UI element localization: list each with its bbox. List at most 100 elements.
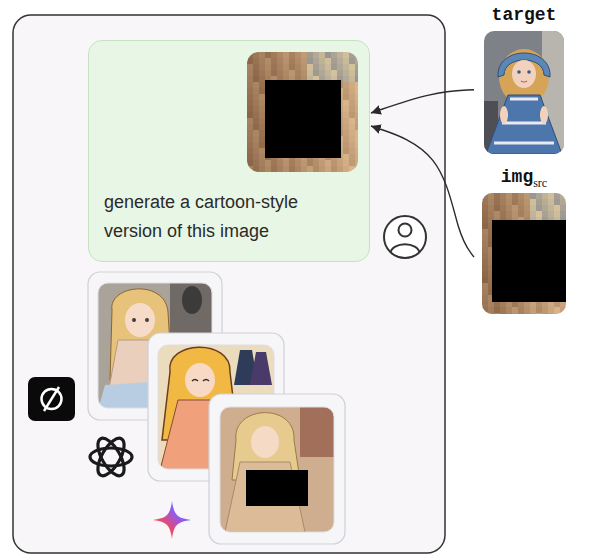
pixel (524, 307, 531, 314)
pixel (349, 130, 356, 137)
pixel (512, 313, 519, 314)
pixel (337, 52, 344, 59)
pixel (530, 307, 537, 314)
pixel (530, 193, 537, 200)
pixel (259, 106, 266, 113)
pixel (494, 193, 501, 200)
masked-source-image (482, 193, 566, 314)
pixel (343, 112, 350, 119)
pixel (349, 136, 356, 143)
pixel (560, 211, 566, 218)
pixel (247, 118, 254, 125)
pixel (548, 211, 555, 218)
pixel (343, 124, 350, 131)
doll-photo (527, 70, 531, 74)
subscript: src (533, 176, 547, 190)
pixel (518, 211, 525, 218)
pixel (253, 76, 260, 83)
pixel (319, 166, 326, 172)
pixel (518, 307, 525, 314)
pixel (247, 70, 254, 77)
output-card (220, 407, 334, 532)
pixel (349, 112, 356, 119)
pixelated-image (482, 193, 566, 314)
chat-bubble: generate a cartoon-style version of this… (88, 40, 370, 262)
pixel (500, 193, 507, 200)
pixel (349, 124, 356, 131)
pixel (247, 154, 254, 161)
pixel (530, 211, 537, 218)
pixel (343, 88, 350, 95)
pixel (343, 58, 350, 65)
doll-photo (517, 70, 521, 74)
pixel (247, 64, 254, 71)
pixel (512, 211, 519, 218)
pixel (331, 52, 338, 59)
pixel (560, 307, 566, 314)
pixel (247, 100, 254, 107)
pixel (271, 166, 278, 172)
pixel (301, 58, 308, 65)
pixel (488, 211, 495, 218)
pixel (289, 64, 296, 71)
pixel (253, 94, 260, 101)
pixel (295, 64, 302, 71)
arrow-connector (371, 126, 474, 257)
pixel (259, 58, 266, 65)
pixel (313, 70, 320, 77)
pixel (542, 193, 549, 200)
pixel (247, 94, 254, 101)
pixel (343, 70, 350, 77)
pixel (253, 70, 260, 77)
pixel (506, 307, 513, 314)
pixel (482, 277, 489, 284)
arrow-connector (371, 90, 474, 113)
pixel (259, 100, 266, 107)
pixel (343, 64, 350, 71)
pixel (253, 112, 260, 119)
pixel (289, 166, 296, 172)
pixel (530, 313, 537, 314)
pixel (337, 160, 344, 167)
pixel (494, 199, 501, 206)
pixel (548, 205, 555, 212)
pixel (307, 70, 314, 77)
pixel (259, 124, 266, 131)
pixel (554, 313, 561, 314)
pixel (530, 199, 537, 206)
pixel (283, 166, 290, 172)
pixel (247, 112, 254, 119)
output-card (220, 407, 334, 532)
pixel (482, 307, 489, 314)
pixel (325, 64, 332, 71)
pixel (319, 64, 326, 71)
pixel (343, 94, 350, 101)
pixel (295, 166, 302, 172)
pixel (343, 130, 350, 137)
pixel (253, 52, 260, 59)
output-card (209, 394, 345, 544)
pixel (247, 148, 254, 155)
doll-photo (486, 95, 562, 154)
pixel (506, 313, 513, 314)
pixel (295, 58, 302, 65)
pixel (343, 52, 350, 59)
pixel (343, 118, 350, 125)
pixel (536, 307, 543, 314)
output-card (300, 407, 334, 457)
pixel (253, 88, 260, 95)
doll-photo (494, 99, 554, 143)
pixel (271, 70, 278, 77)
pixel (494, 313, 501, 314)
pixel (265, 64, 272, 71)
pixel (554, 211, 561, 218)
pixel (301, 160, 308, 167)
user-icon (390, 244, 420, 254)
pixel (542, 205, 549, 212)
openai-logo (93, 434, 130, 479)
doll-photo (500, 106, 508, 124)
pixel (289, 52, 296, 59)
pixel (337, 70, 344, 77)
pixel (500, 211, 507, 218)
output-card (220, 407, 334, 532)
